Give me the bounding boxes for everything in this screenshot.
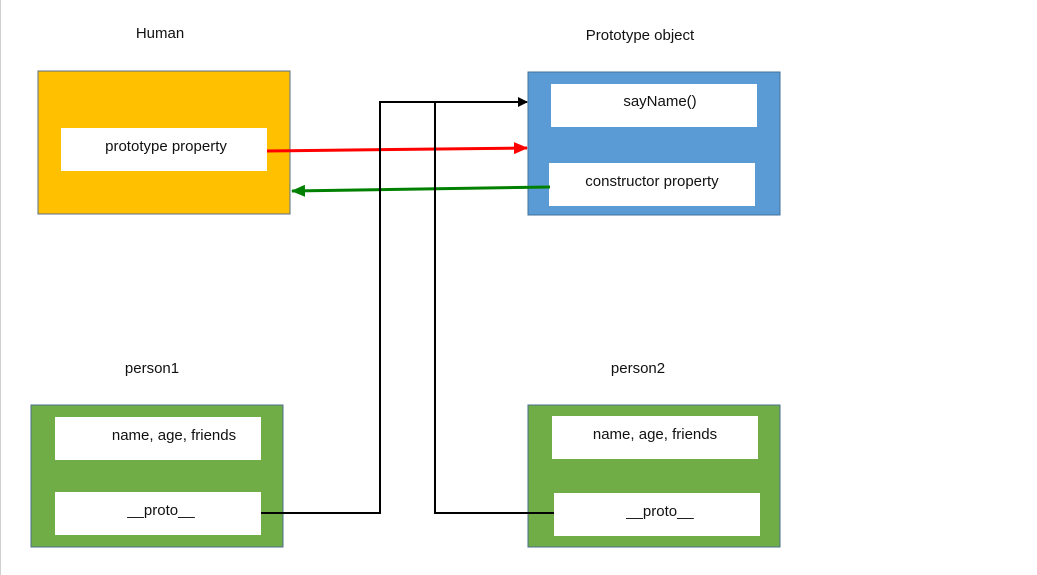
person1-fields-box (55, 417, 261, 460)
person1-proto-arrow (261, 97, 528, 514)
person1-proto-text: __proto__ (126, 502, 195, 519)
prototype-property-box (61, 128, 267, 171)
person2-proto-box (554, 493, 760, 536)
person1-proto-box (55, 492, 261, 535)
constructor-property-text: constructor property (585, 173, 719, 190)
human-label: Human (136, 25, 184, 42)
person1-label: person1 (125, 360, 179, 377)
person1-fields-text: name, age, friends (112, 427, 236, 444)
person2-proto-line (434, 102, 554, 514)
constructor-property-box (549, 163, 755, 206)
person2-fields-text: name, age, friends (593, 426, 717, 443)
prototype-arrow (266, 142, 528, 155)
constructor-arrow (291, 184, 551, 197)
say-name-text: sayName() (623, 93, 696, 110)
prototype-object-label: Prototype object (586, 27, 695, 44)
left-border (0, 0, 1, 575)
person2-label: person2 (611, 360, 665, 377)
prototype-property-text: prototype property (105, 138, 227, 155)
person2-proto-text: __proto__ (625, 503, 694, 520)
person2-fields-box (552, 416, 758, 459)
say-name-box (551, 84, 757, 127)
